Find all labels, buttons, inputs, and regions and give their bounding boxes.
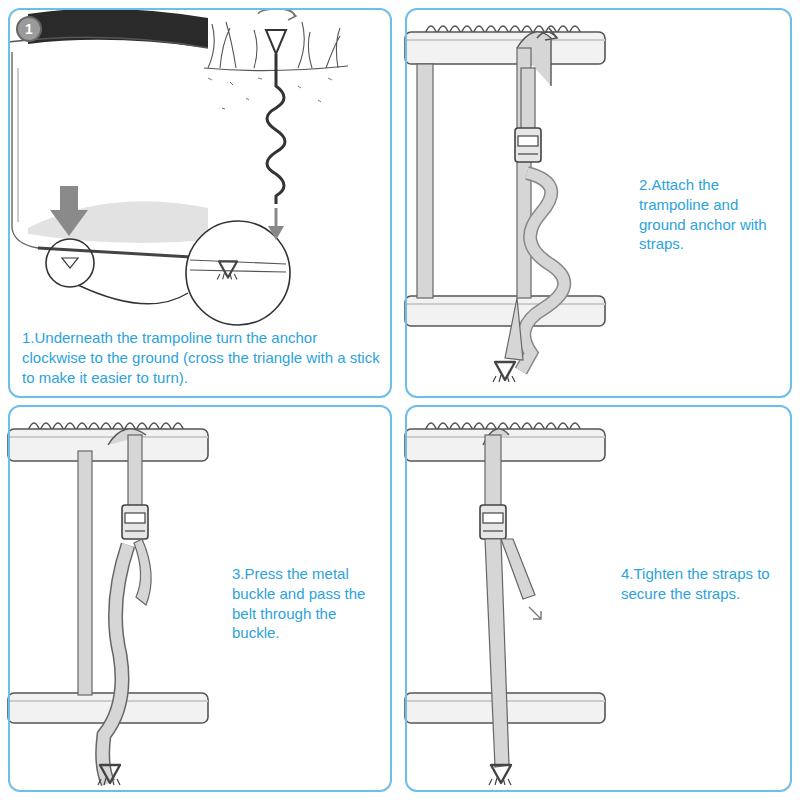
step-badge: 1 (16, 16, 42, 42)
step-instruction: 1.Underneath the trampoline turn the anc… (22, 328, 382, 387)
step-panel: 4.Tighten the straps to secure the strap… (405, 405, 792, 792)
step-number: 1 (25, 21, 33, 37)
attach-strap-drawing (405, 26, 605, 382)
step-panel: 2.Attach the trampoline and ground ancho… (405, 8, 792, 398)
step-instruction: 3.Press the metal buckle and pass the be… (232, 564, 384, 643)
buckle-strap-drawing (8, 423, 208, 785)
step-panel: 3.Press the metal buckle and pass the be… (8, 405, 392, 792)
trampoline-drawing (8, 9, 348, 325)
step-instruction: 2.Attach the trampoline and ground ancho… (639, 175, 781, 254)
step-instruction: 4.Tighten the straps to secure the strap… (621, 564, 787, 604)
tighten-strap-drawing (405, 423, 605, 785)
step-panel: 1.Underneath the trampoline turn the anc… (8, 8, 392, 398)
